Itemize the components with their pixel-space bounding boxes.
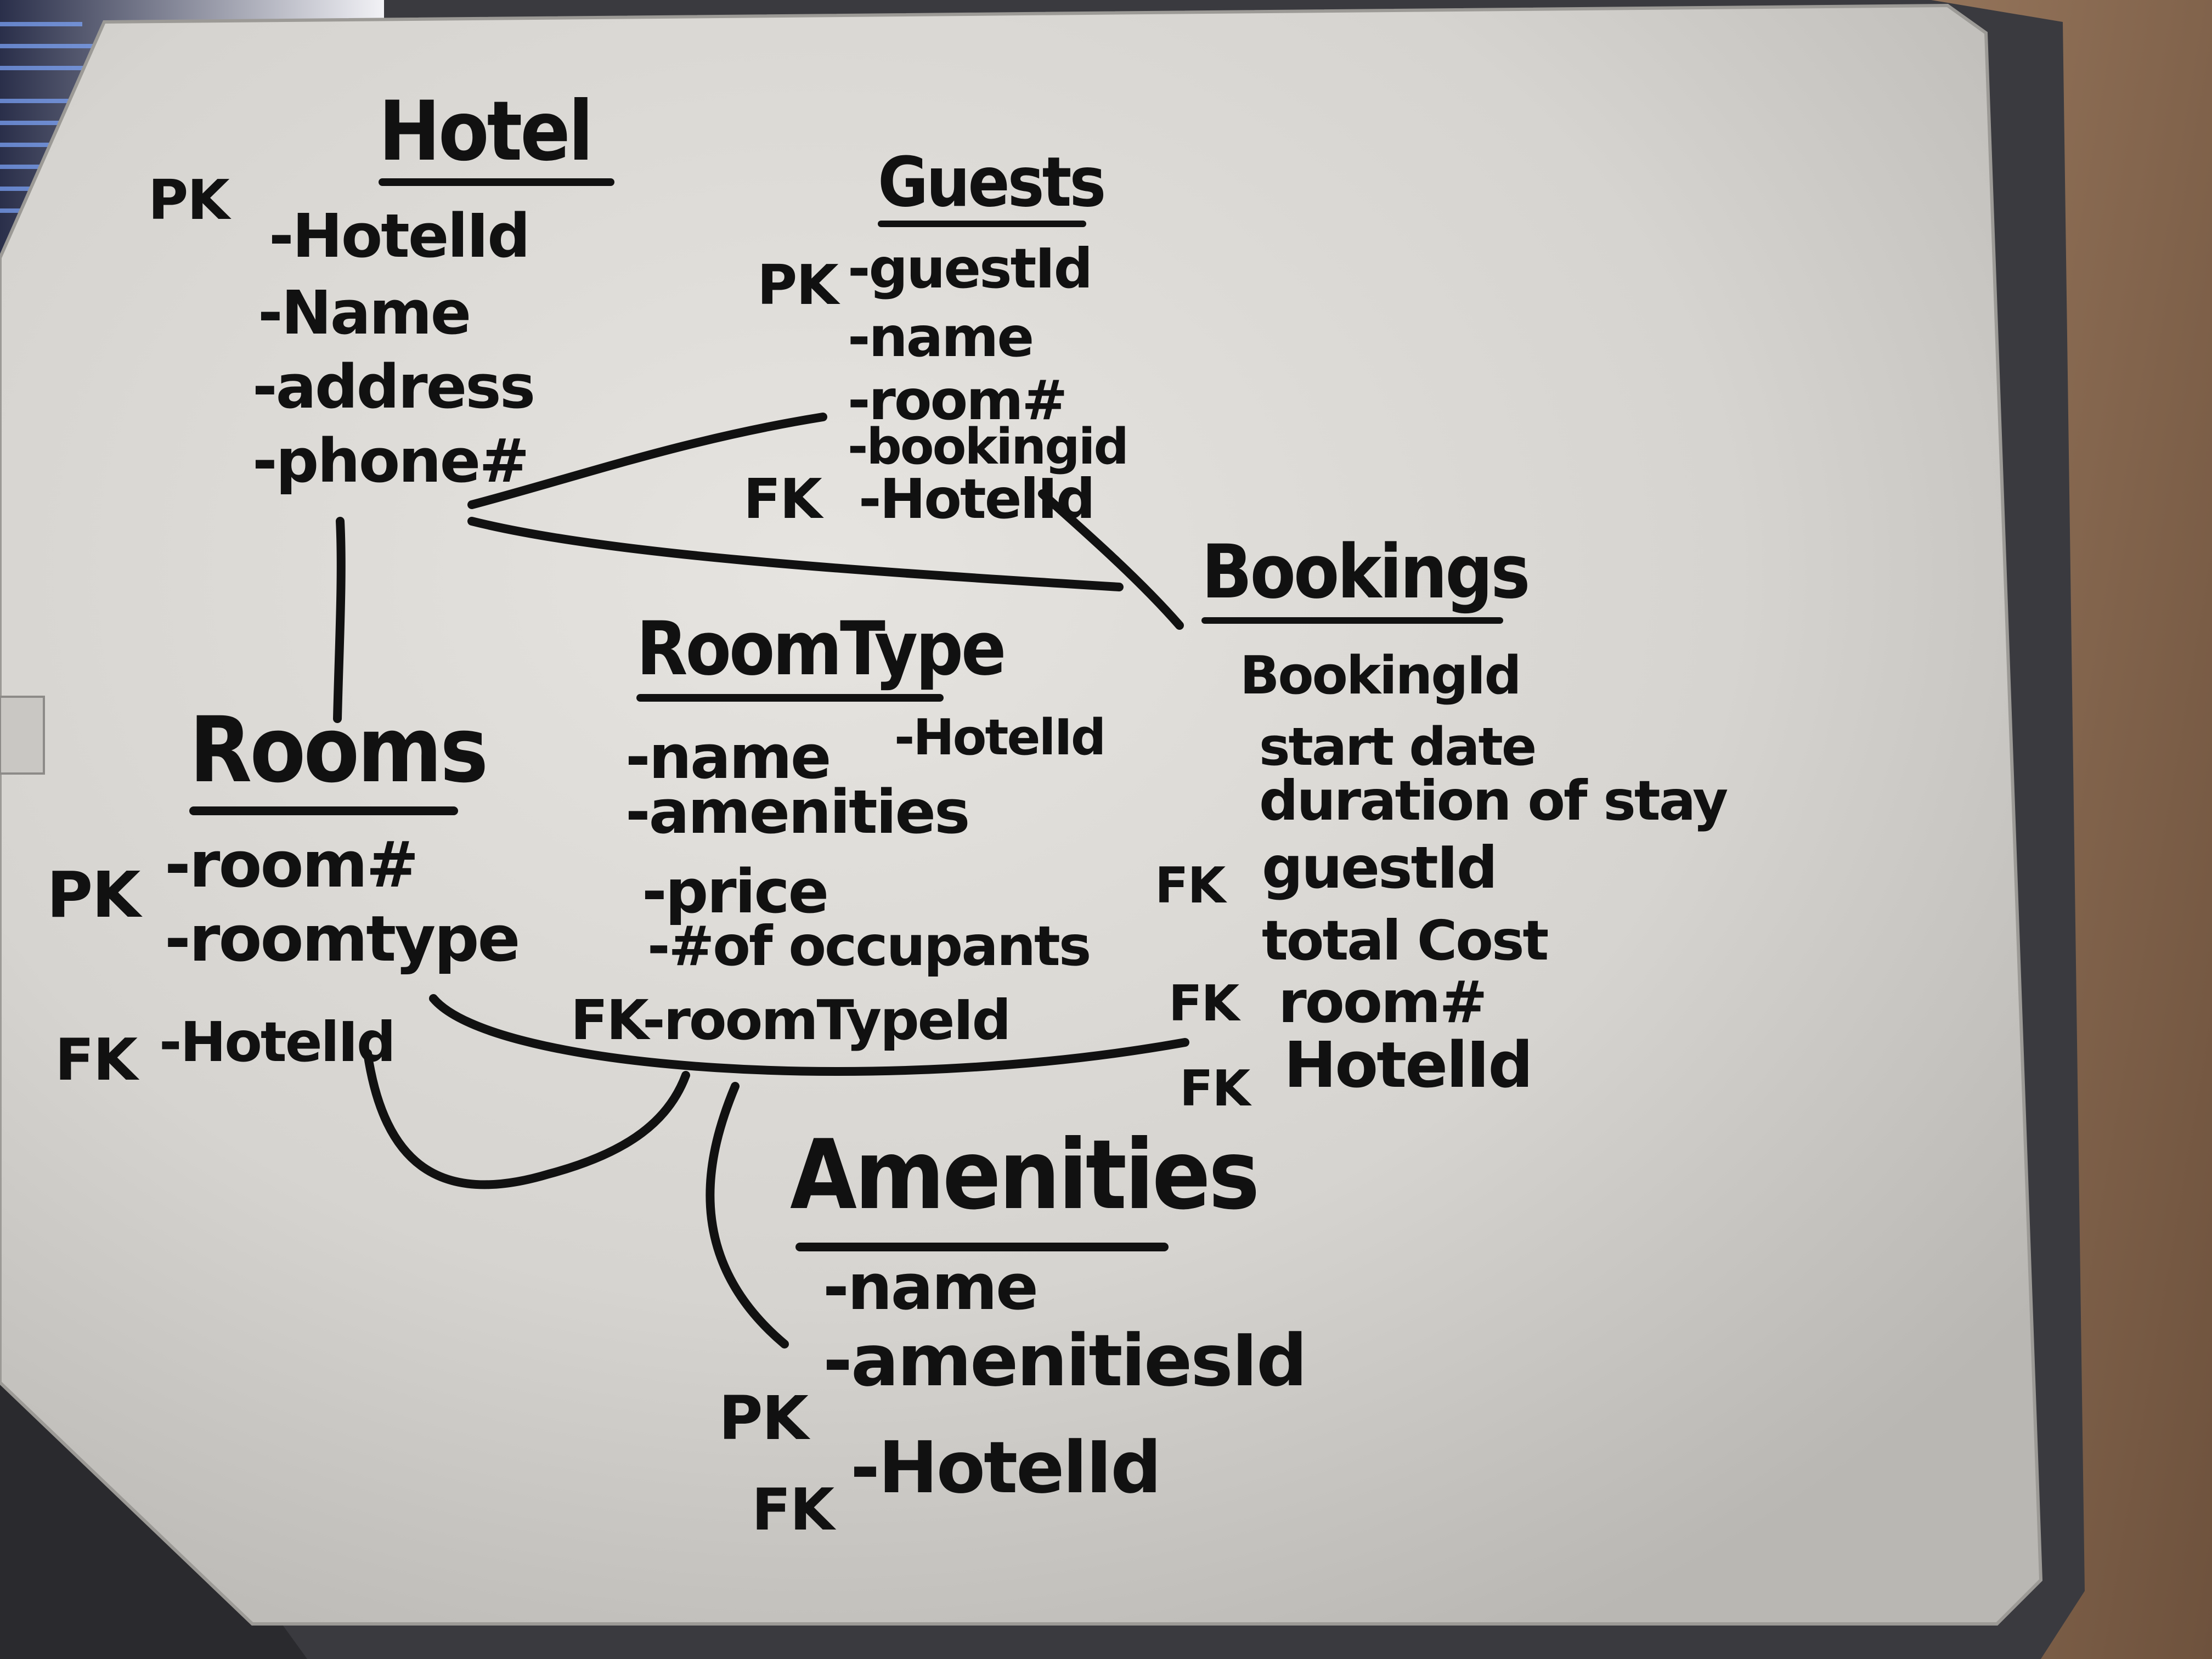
bookings-field-totalcost: total Cost — [1262, 909, 1549, 973]
guests-field-room: -room# — [848, 368, 1068, 432]
hotel-field-hotelid: -HotelId — [269, 201, 531, 271]
relationship-lines — [333, 413, 1189, 1348]
amenities-field-amenitiesid: -amenitiesId — [823, 1319, 1307, 1402]
roomtype-to-amenities-curve — [706, 1082, 789, 1348]
rooms-field-roomtype: -roomtype — [165, 902, 521, 976]
roomtype-field-name: -name — [625, 722, 831, 792]
rooms-title: Rooms — [189, 697, 488, 803]
bookings-underline — [1201, 617, 1503, 624]
rooms-field-room: -room# — [165, 828, 419, 902]
bookings-field-room: room# — [1278, 969, 1487, 1036]
rooms-fk-tag: FK — [55, 1026, 138, 1093]
roomtype-field-hotelid: -HotelId — [894, 709, 1106, 766]
bookings-fk-tag-guestid: FK — [1155, 857, 1226, 915]
roomtype-field-amenities: -amenities — [625, 777, 970, 847]
bookings-title: Bookings — [1201, 529, 1531, 615]
hotel-pk-tag: PK — [148, 168, 230, 232]
guests-field-name: -name — [848, 305, 1034, 369]
roomtype-field-price: -price — [642, 856, 829, 927]
bookings-field-bookingid: BookingId — [1240, 646, 1522, 706]
hotel-underline — [379, 178, 614, 186]
amenities-pk-tag: PK — [719, 1383, 809, 1453]
board-clip — [0, 696, 45, 775]
bookings-field-startdate: start date — [1259, 717, 1537, 777]
guests-underline — [878, 221, 1086, 227]
bookings-field-guestid: guestId — [1262, 834, 1498, 901]
roomtype-field-roomtypeid: FK-roomTypeId — [571, 988, 1011, 1052]
cork-board — [1931, 0, 2212, 1659]
title-underlines — [189, 178, 1503, 1251]
guests-field-hotelid: -HotelId — [859, 467, 1096, 531]
hotel-field-phone: -phone# — [252, 426, 529, 496]
roomtype-underline — [636, 694, 944, 702]
hotel-field-name: -Name — [258, 278, 471, 348]
whiteboard — [0, 3, 2043, 1626]
guests-field-guestid: -guestId — [848, 236, 1093, 301]
hotel-field-address: -address — [252, 352, 535, 422]
rooms-to-roomtype-curve — [363, 1049, 690, 1189]
guests-title: Guests — [878, 143, 1106, 222]
amenities-fk-tag: FK — [752, 1476, 834, 1543]
rooms-underline — [189, 806, 458, 815]
guests-pk-tag: PK — [757, 253, 839, 317]
rooms-to-bookings-line — [429, 994, 1189, 1076]
hotel-to-rooms-line — [333, 517, 346, 723]
amenities-field-hotelid: -HotelId — [850, 1426, 1161, 1509]
bookings-field-hotelid: HotelId — [1284, 1029, 1533, 1102]
guests-fk-tag: FK — [743, 467, 822, 531]
amenities-title: Amenities — [790, 1120, 1260, 1231]
bookings-field-duration: duration of stay — [1259, 769, 1728, 833]
guests-field-bookingid: -bookingid — [848, 418, 1129, 476]
hotel-to-guests-line — [467, 413, 827, 509]
bookings-fk-tag-room: FK — [1169, 975, 1239, 1032]
hotel-title: Hotel — [379, 84, 594, 179]
roomtype-field-occupants: -#of occupants — [647, 914, 1091, 978]
guests-to-bookings-line — [1038, 489, 1184, 630]
bookings-fk-tag-hotelid: FK — [1180, 1060, 1250, 1118]
rooms-pk-tag: PK — [47, 859, 140, 932]
amenities-underline — [795, 1243, 1169, 1251]
rooms-field-hotelid: -HotelId — [159, 1010, 396, 1074]
hotel-to-bookings-line — [467, 517, 1124, 591]
amenities-field-name: -name — [823, 1251, 1039, 1324]
roomtype-title: RoomType — [636, 606, 1006, 692]
